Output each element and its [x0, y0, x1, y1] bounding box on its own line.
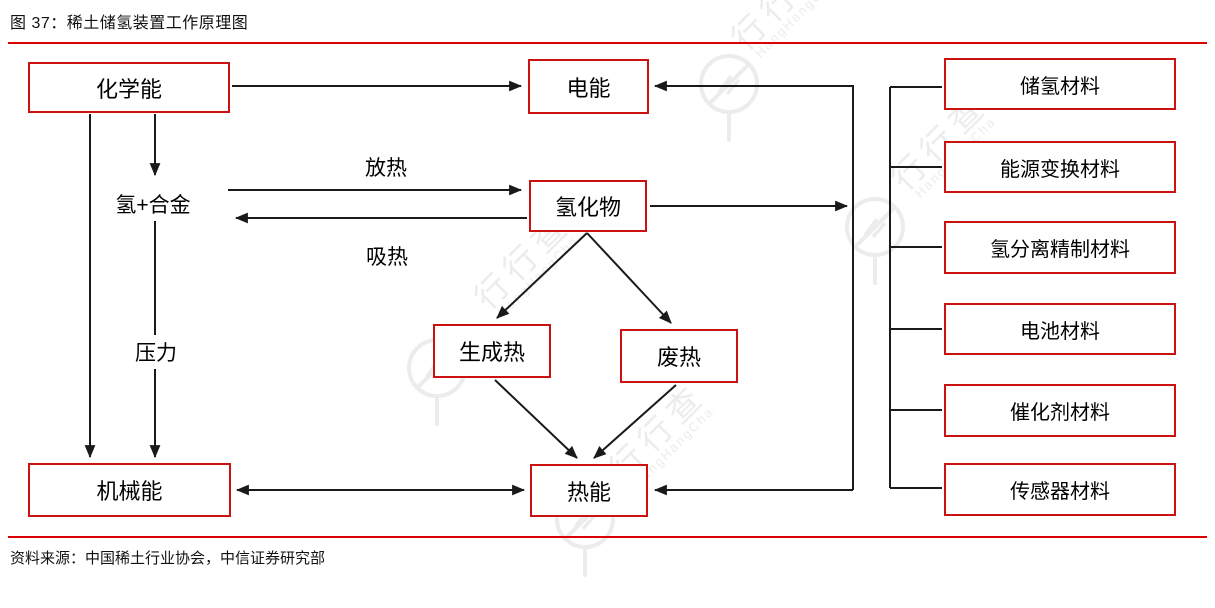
node-material-battery: 电池材料: [944, 303, 1176, 355]
figure-title: 图 37：稀土储氢装置工作原理图: [10, 15, 249, 32]
footer-divider-line: [8, 536, 1207, 538]
node-material-energy-conversion: 能源变换材料: [944, 141, 1176, 193]
title-divider-line: [8, 42, 1207, 44]
node-material-sensor: 传感器材料: [944, 463, 1176, 516]
node-material-catalyst: 催化剂材料: [944, 384, 1176, 437]
node-mechanical-energy: 机械能: [28, 463, 231, 517]
node-hydride: 氢化物: [529, 180, 647, 232]
label-exothermic: 放热: [365, 157, 407, 180]
source-attribution: 资料来源：中国稀土行业协会，中信证券研究部: [10, 550, 326, 567]
node-material-hydrogen-storage: 储氢材料: [944, 58, 1176, 110]
node-generated-heat: 生成热: [433, 324, 551, 378]
label-hydrogen-alloy: 氢+合金: [115, 194, 191, 217]
node-thermal-energy: 热能: [530, 464, 648, 517]
node-chemical-energy: 化学能: [28, 62, 230, 113]
node-electric-energy: 电能: [528, 59, 649, 114]
label-pressure: 压力: [126, 335, 186, 369]
node-material-hydrogen-separation: 氢分离精制材料: [944, 221, 1176, 274]
node-waste-heat: 废热: [620, 329, 738, 383]
label-endothermic: 吸热: [366, 246, 408, 269]
